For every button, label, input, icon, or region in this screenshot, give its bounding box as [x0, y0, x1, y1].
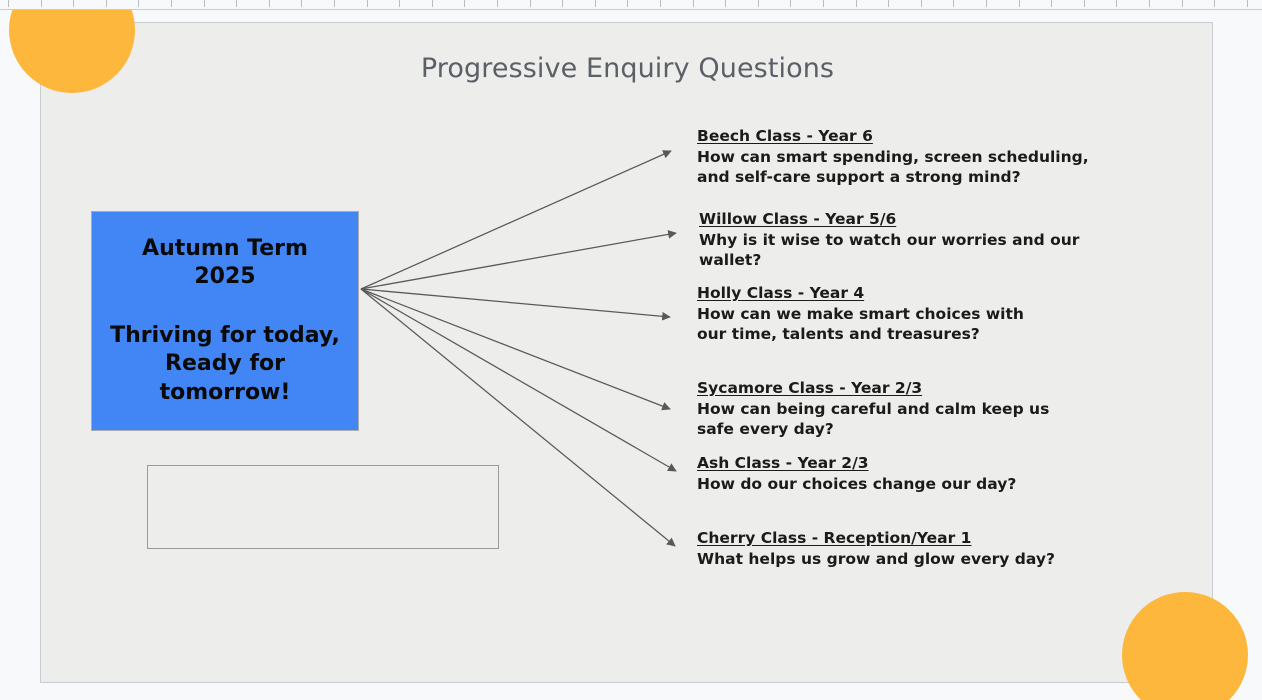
branch-willow[interactable]: Willow Class - Year 5/6 Why is it wise t…: [699, 209, 1129, 270]
arrow-to-willow: [360, 230, 677, 290]
ruler-tick: [236, 0, 237, 7]
arrow-to-sycamore: [360, 288, 671, 411]
branch-question-beech: How can smart spending, screen schedulin…: [697, 148, 1089, 187]
ruler-tick: [432, 0, 433, 7]
empty-placeholder-box[interactable]: [147, 465, 499, 549]
branch-holly[interactable]: Holly Class - Year 4 How can we make sma…: [697, 283, 1037, 344]
branch-question-sycamore: How can being careful and calm keep us s…: [697, 400, 1050, 439]
branch-title-willow: Willow Class - Year 5/6: [699, 210, 897, 228]
ruler-tick: [301, 0, 302, 7]
ruler-tick: [790, 0, 791, 7]
ruler-tick: [856, 0, 857, 7]
branch-question-ash: How do our choices change our day?: [697, 475, 1017, 494]
ruler-tick: [73, 0, 74, 7]
ruler-tick: [1214, 0, 1215, 7]
ruler-tick: [693, 0, 694, 7]
ruler-tick: [106, 0, 107, 7]
ruler-tick: [1051, 0, 1052, 7]
page-title: Progressive Enquiry Questions: [420, 53, 835, 84]
ruler-tick: [595, 0, 596, 7]
ruler-tick: [171, 0, 172, 7]
branch-question-willow: Why is it wise to watch our worries and …: [699, 231, 1080, 270]
ruler-tick: [823, 0, 824, 7]
ruler-tick: [138, 0, 139, 7]
branch-sycamore[interactable]: Sycamore Class - Year 2/3 How can being …: [697, 378, 1069, 439]
ruler-tick: [1116, 0, 1117, 7]
branch-title-ash: Ash Class - Year 2/3: [697, 454, 869, 472]
ruler-tick: [497, 0, 498, 7]
branch-question-holly: How can we make smart choices with our t…: [697, 305, 1024, 344]
slide-canvas[interactable]: Progressive Enquiry Questions Autumn Ter…: [40, 22, 1213, 683]
ruler-tick: [204, 0, 205, 7]
arrow-to-beech: [360, 150, 672, 290]
ruler-tick: [530, 0, 531, 7]
ruler-tick: [399, 0, 400, 7]
ruler-tick: [334, 0, 335, 7]
ruler-tick: [758, 0, 759, 7]
ruler-tick: [1182, 0, 1183, 7]
branch-title-holly: Holly Class - Year 4: [697, 284, 865, 302]
arrow-to-holly: [360, 288, 671, 321]
term-box-line-3: Thriving for today, Ready for tomorrow!: [110, 322, 340, 405]
ruler-tick: [627, 0, 628, 7]
ruler-tick: [8, 0, 9, 7]
ruler-tick: [888, 0, 889, 7]
ruler-tick: [367, 0, 368, 7]
ruler-tick: [725, 0, 726, 7]
term-box-line-1: Autumn Term: [142, 235, 308, 261]
ruler-tick: [953, 0, 954, 7]
branch-question-cherry: What helps us grow and glow every day?: [697, 550, 1055, 569]
ruler-tick: [1247, 0, 1248, 7]
ruler-tick: [660, 0, 661, 7]
ruler-tick: [1019, 0, 1020, 7]
term-box[interactable]: Autumn Term 2025 Thriving for today, Rea…: [91, 211, 359, 431]
branch-beech[interactable]: Beech Class - Year 6 How can smart spend…: [697, 126, 1097, 187]
term-box-line-2: 2025: [194, 264, 256, 290]
ruler-tick: [1149, 0, 1150, 7]
branch-title-beech: Beech Class - Year 6: [697, 127, 873, 145]
ruler-tick: [464, 0, 465, 7]
arrow-to-ash: [360, 288, 677, 472]
ruler-tick: [562, 0, 563, 7]
branch-cherry[interactable]: Cherry Class - Reception/Year 1 What hel…: [697, 528, 1055, 569]
ruler-tick: [269, 0, 270, 7]
top-ruler: [0, 0, 1262, 10]
ruler-tick: [1084, 0, 1085, 7]
ruler-tick: [986, 0, 987, 7]
branch-title-cherry: Cherry Class - Reception/Year 1: [697, 529, 972, 547]
ruler-tick: [41, 0, 42, 7]
ruler-tick: [921, 0, 922, 7]
decorative-circle-bottom-right: [1122, 592, 1248, 700]
branch-ash[interactable]: Ash Class - Year 2/3 How do our choices …: [697, 453, 1016, 494]
branch-title-sycamore: Sycamore Class - Year 2/3: [697, 379, 923, 397]
